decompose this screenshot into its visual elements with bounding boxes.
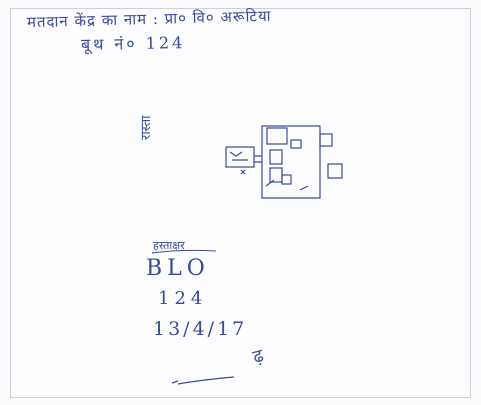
room-box xyxy=(266,127,288,145)
date-text: 13/4/17 xyxy=(153,318,248,340)
booth-number-text: 124 xyxy=(158,288,208,309)
role-text: BLO xyxy=(146,256,210,281)
bottom-stroke-tick xyxy=(171,380,179,384)
signature-underline xyxy=(151,249,217,254)
gate-scribble xyxy=(229,151,248,161)
room-box xyxy=(269,167,283,183)
paper-sheet xyxy=(10,8,471,398)
room-box xyxy=(269,149,283,165)
gate-block xyxy=(225,146,255,168)
building-outline xyxy=(261,125,321,199)
road-label: रास्ता xyxy=(139,115,154,140)
room-box xyxy=(281,174,292,185)
annex-box xyxy=(319,133,333,147)
cross-mark xyxy=(240,169,246,175)
room-box xyxy=(290,139,302,149)
bottom-stroke xyxy=(177,376,235,385)
annex-box xyxy=(327,163,343,179)
signature-label: हस्ताक्षर xyxy=(153,239,185,252)
entry-mark xyxy=(265,179,309,191)
gate-connector xyxy=(254,155,262,163)
